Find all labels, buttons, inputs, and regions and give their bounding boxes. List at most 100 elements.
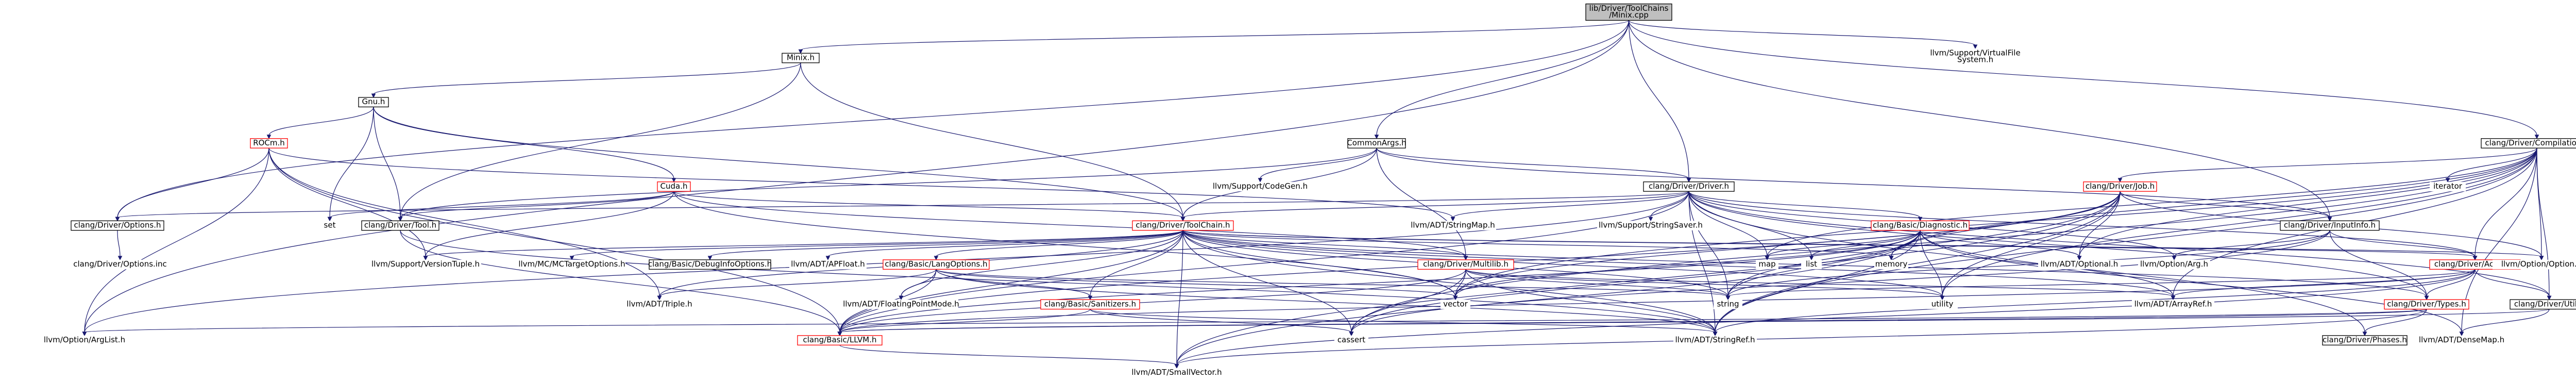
node-box [1132,220,1234,231]
node-box [789,259,867,270]
node-box [1440,300,1470,309]
edge-arrowhead [1174,364,1179,369]
node-mctargetoptions-h[interactable]: llvm/MC/MCTargetOptions.h [518,259,625,270]
edge-arrowhead [569,256,574,260]
node-option-h[interactable]: llvm/Option/Option.h [2493,259,2576,270]
node-arrayref-h[interactable]: llvm/ADT/ArrayRef.h [2132,299,2214,309]
edge-arrowhead [2327,217,2332,222]
node-stringsaver-h[interactable]: llvm/Support/StringSaver.h [1597,221,1704,230]
node-layer: lib/Driver/ToolChains/Minix.cppMinix.hGn… [42,3,2576,378]
edge-rocm-h-to-options-h [117,148,269,218]
edge-action-h-to-util-h [2475,269,2550,297]
node-gnu-h[interactable]: Gnu.h [358,97,389,108]
node-label: memory [1875,259,1908,269]
node-label: clang/Driver/Driver.h [1649,181,1729,191]
edge-driver-h-to-options-h [117,191,1689,218]
edge-arrowhead [2547,295,2552,301]
node-box [1214,181,1307,192]
node-rocm-h[interactable]: ROCm.h [250,138,288,148]
node-cuda-h[interactable]: Cuda.h [657,181,691,192]
node-set[interactable]: set [319,221,340,230]
node-densemap-h[interactable]: llvm/ADT/DenseMap.h [2418,335,2505,345]
node-multilib-h[interactable]: clang/Driver/Multilib.h [1417,259,1514,270]
edge-arrowhead [1180,217,1185,222]
node-vector[interactable]: vector [1440,299,1470,309]
node-options-h[interactable]: clang/Driver/Options.h [71,220,164,231]
node-map[interactable]: map [1756,259,1778,270]
node-stringref-h[interactable]: llvm/ADT/StringRef.h [1673,335,1757,345]
node-diagnostic-h[interactable]: clang/Basic/Diagnostic.h [1871,221,1970,231]
edge-action-h-to-types-h [2426,269,2476,297]
node-floatingpointmode-h[interactable]: llvm/ADT/FloatingPointMode.h [843,299,959,309]
node-box [2418,335,2505,345]
node-arg-h[interactable]: llvm/Option/Arg.h [2138,259,2210,270]
node-util-h[interactable]: clang/Driver/Util.h [2510,299,2576,310]
node-apfloat-h[interactable]: llvm/ADT/APFloat.h [789,259,867,270]
node-string[interactable]: string [1714,299,1742,309]
node-arglist-h[interactable]: llvm/Option/ArgList.h [42,335,127,345]
edge-action-h-to-llvm-h [839,269,2476,333]
edge-inputinfo-h-to-arg-h [2174,230,2330,257]
edge-arrowhead [2534,135,2539,139]
node-toolchain-h[interactable]: clang/Driver/ToolChain.h [1132,220,1234,231]
node-triple-h[interactable]: llvm/ADT/Triple.h [623,299,696,309]
node-cassert[interactable]: cassert [1334,335,1368,345]
node-label: clang/Driver/Compilation.h [2485,138,2576,147]
node-debuginfooptions-h[interactable]: clang/Basic/DebugInfoOptions.h [648,259,772,270]
node-list[interactable]: list [1801,259,1822,270]
node-sanitizers-h[interactable]: clang/Basic/Sanitizers.h [1040,299,1140,310]
edge-arrowhead [934,256,939,260]
node-commonargs-h[interactable]: CommonArgs.h [1347,138,1406,148]
edge-arrowhead [1765,256,1770,260]
node-codegen-h[interactable]: llvm/Support/CodeGen.h [1213,181,1308,192]
node-box [1714,300,1742,309]
node-phases-h[interactable]: clang/Driver/Phases.h [2322,335,2408,345]
node-label: llvm/Option/Arg.h [2140,259,2208,269]
node-box [1673,335,1757,345]
node-box [71,220,164,231]
node-versiontuple-h[interactable]: llvm/Support/VersionTuple.h [370,259,481,270]
node-types-h[interactable]: clang/Driver/Types.h [2384,299,2469,310]
edge-multilib-h-to-utility [1465,269,1943,297]
node-inputinfo-h[interactable]: clang/Driver/InputInfo.h [2280,221,2380,231]
node-tool-h[interactable]: clang/Driver/Tool.h [361,221,439,231]
edge-minix-cpp-to-inputinfo-h [1628,20,2330,218]
node-iterator[interactable]: iterator [2430,181,2466,192]
edge-job-h-to-smallvector-h [1176,191,2121,365]
edge-arrowhead [1088,295,1093,301]
node-label: llvm/ADT/StringMap.h [1411,221,1495,230]
edge-compilation-h-to-utility [1942,148,2537,297]
edge-toolchain-h-to-smallvector-h [1176,230,1183,365]
edge-gnu-h-to-rocm-h [268,107,374,136]
edge-toolchain-h-to-stringref-h [1182,230,1716,333]
node-minix-cpp[interactable]: lib/Driver/ToolChains/Minix.cpp [1585,3,1672,21]
node-options-inc[interactable]: clang/Driver/Options.inc [71,259,169,270]
node-label: clang/Basic/LangOptions.h [885,259,987,269]
node-smallvector-h[interactable]: llvm/ADT/SmallVector.h [1131,368,1222,378]
node-box [2038,259,2121,270]
node-label: llvm/Option/ArgList.h [44,335,125,344]
node-utility[interactable]: utility [1927,299,1958,309]
node-llvm-h[interactable]: clang/Basic/LLVM.h [797,335,883,345]
edge-driver-h-to-stringsaver-h [1650,191,1689,218]
node-job-h[interactable]: clang/Driver/Job.h [2083,181,2157,192]
node-optional-h[interactable]: llvm/ADT/Optional.h [2038,259,2121,270]
node-label: Gnu.h [362,97,385,106]
node-stringmap-h[interactable]: llvm/ADT/StringMap.h [1410,221,1496,230]
node-driver-h[interactable]: clang/Driver/Driver.h [1643,181,1735,192]
edge-arrowhead [837,332,842,336]
edge-rocm-h-to-llvm-h [268,148,840,333]
node-box [2384,299,2469,310]
node-memory[interactable]: memory [1874,259,1908,270]
node-box [623,300,696,309]
node-langoptions-h[interactable]: clang/Basic/LangOptions.h [883,259,990,270]
node-box [2322,335,2408,345]
edge-toolchain-h-to-vector [1182,230,1456,297]
edge-arrowhead [1648,217,1653,222]
edge-langoptions-h-to-vector [936,269,1456,297]
node-minix-h[interactable]: Minix.h [782,53,820,63]
edge-arrowhead [2424,295,2429,301]
node-compilation-h[interactable]: clang/Driver/Compilation.h [2481,138,2576,148]
node-box [844,300,958,309]
